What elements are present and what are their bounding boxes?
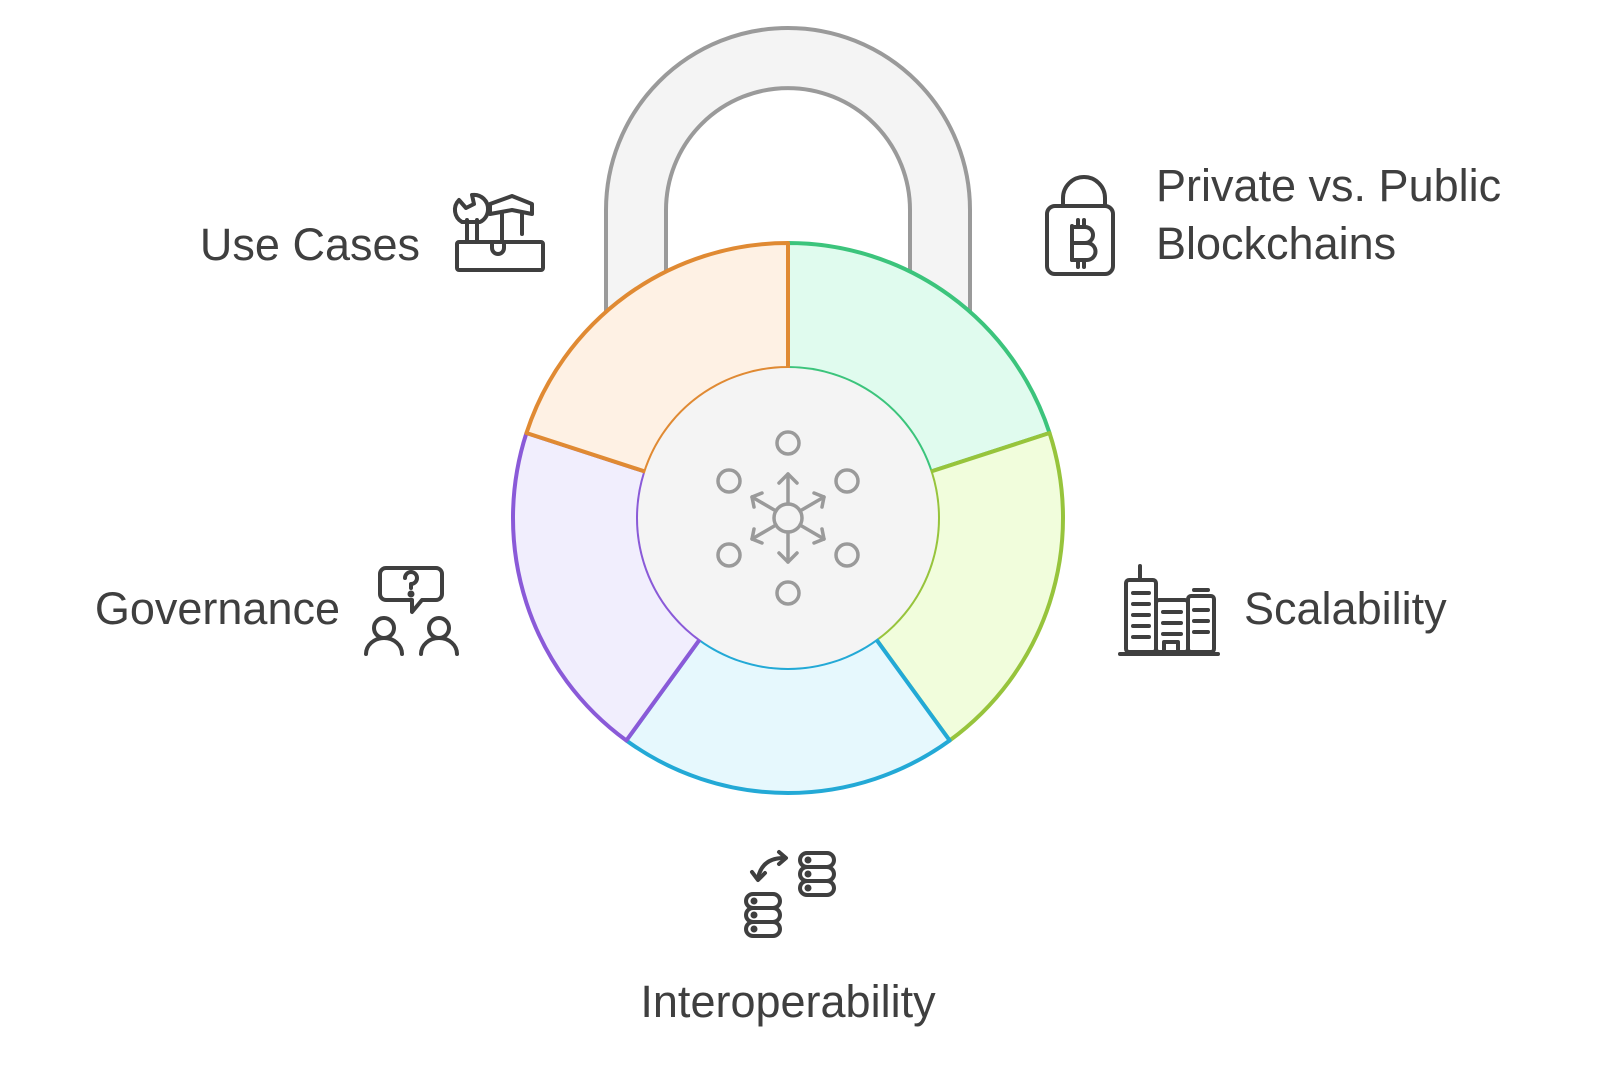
label-use-cases: Use Cases	[120, 216, 420, 274]
label-interoperability: Interoperability	[588, 973, 988, 1031]
discussion-people-icon	[364, 566, 459, 656]
bitcoin-padlock-icon	[1045, 175, 1115, 276]
network-hub-icon	[716, 430, 860, 606]
label-line: Interoperability	[640, 976, 936, 1027]
label-scalability: Scalability	[1244, 580, 1447, 638]
toolbox-icon	[452, 192, 545, 272]
database-exchange-icon	[744, 850, 836, 938]
lock-core	[638, 368, 938, 668]
label-line: Governance	[94, 583, 340, 634]
label-private-public: Private vs. Public Blockchains	[1156, 157, 1501, 273]
buildings-icon	[1118, 564, 1220, 656]
label-line: Private vs. Public	[1156, 160, 1502, 211]
label-line: Use Cases	[199, 219, 420, 270]
lock-shackle	[604, 26, 972, 314]
label-line: Blockchains	[1156, 218, 1397, 269]
label-line: Scalability	[1244, 583, 1447, 634]
label-governance: Governance	[40, 580, 340, 638]
ring-segments	[511, 241, 1065, 795]
